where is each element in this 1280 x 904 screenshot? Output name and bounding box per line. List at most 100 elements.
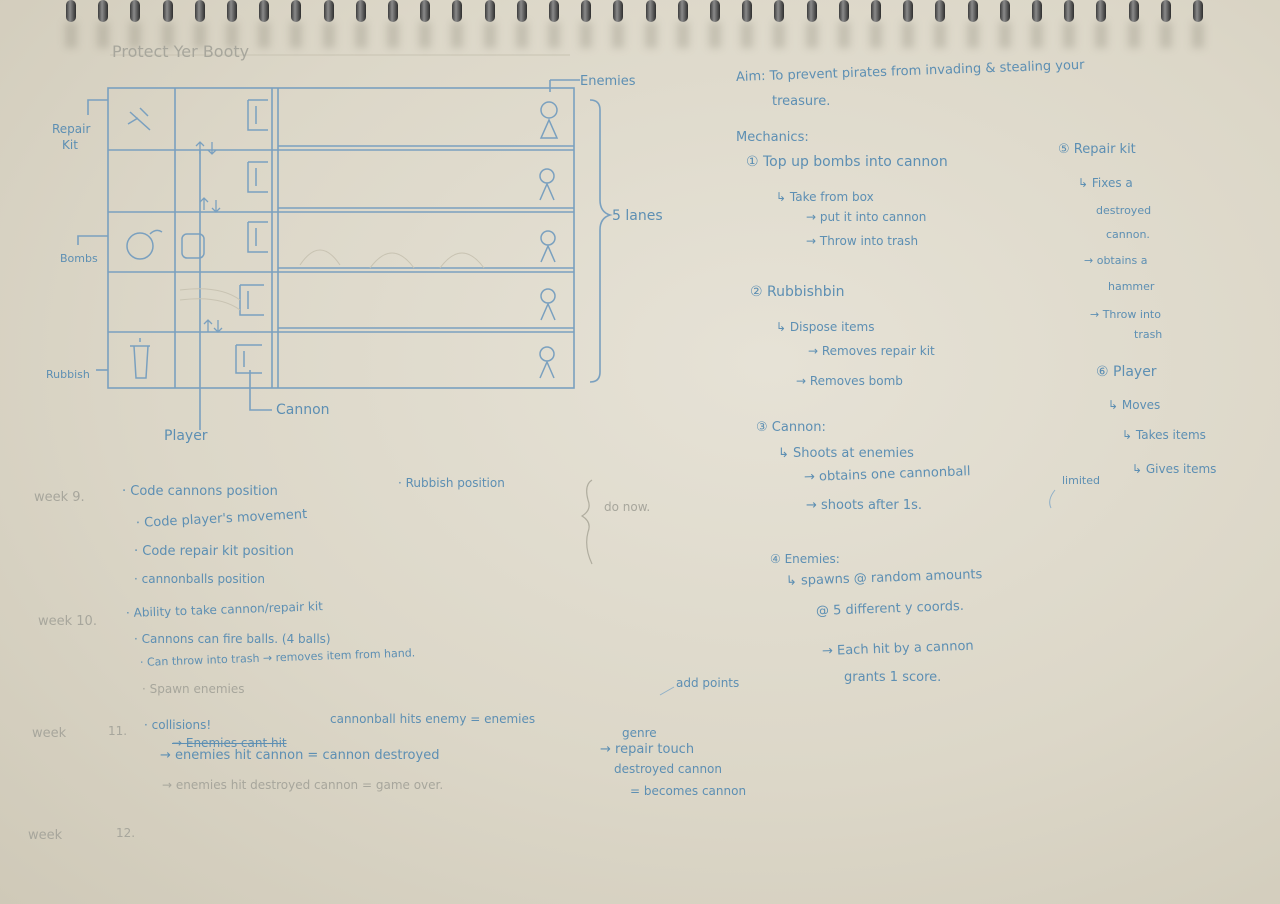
ring-shadow	[676, 22, 689, 48]
week-11-item-4: → enemies hit destroyed cannon = game ov…	[162, 778, 444, 792]
spiral-ring	[903, 0, 914, 22]
mech-3-a: ↳ Shoots at enemies	[778, 446, 914, 461]
ring-shadow	[129, 22, 142, 48]
week-11-number: 11.	[108, 724, 128, 738]
week-11-item-2: cannonball hits enemy = enemies	[330, 712, 536, 726]
spiral-ring	[291, 0, 302, 22]
trash-icon	[130, 338, 150, 379]
ring-shadow	[226, 22, 238, 48]
ring-shadow	[998, 22, 1011, 48]
ring-shadow	[870, 22, 882, 48]
week-9-label: week 9.	[34, 490, 85, 505]
ring-shadow	[644, 22, 657, 48]
ring-shadow	[258, 22, 271, 48]
aim-line-2: treasure.	[772, 94, 831, 109]
mech-5-e: hammer	[1108, 280, 1155, 293]
ring-shadow	[966, 22, 979, 48]
mech-3-c: → shoots after 1s.	[806, 498, 923, 513]
spiral-ring	[613, 0, 624, 22]
week-11-repair-1: → repair touch	[600, 742, 695, 757]
ring-shadow	[1159, 22, 1172, 48]
ring-shadow	[902, 22, 915, 48]
week-9-item-3: · Code repair kit position	[134, 544, 294, 559]
ring-shadow	[1031, 22, 1043, 48]
ring-shadow	[548, 22, 560, 48]
mech-6-title: ⑥ Player	[1096, 364, 1157, 380]
ring-shadow	[193, 22, 206, 48]
mech-1-c: → Throw into trash	[806, 234, 919, 248]
spiral-ring	[710, 0, 720, 22]
mech-3-limited: limited	[1062, 474, 1100, 487]
mech-5-a: ↳ Fixes a	[1078, 176, 1133, 190]
week-10-item-4: · Spawn enemies	[142, 682, 245, 696]
week-11-genre: genre	[622, 726, 657, 740]
movement-arrows	[195, 141, 223, 333]
spiral-ring	[935, 0, 946, 22]
mech-1-title: ① Top up bombs into cannon	[746, 154, 948, 170]
week-11-label: week	[32, 726, 67, 741]
spiral-ring	[484, 0, 495, 22]
spiral-ring	[323, 0, 334, 22]
spiral-ring	[1032, 0, 1042, 22]
week-10-item-2: · Cannons can fire balls. (4 balls)	[134, 632, 331, 646]
ring-shadow	[515, 22, 528, 48]
ring-shadow	[709, 22, 721, 48]
week-11-repair-2: destroyed cannon	[614, 762, 722, 776]
ring-shadow	[1095, 22, 1108, 48]
spiral-ring	[774, 0, 785, 22]
mech-4-d: grants 1 score.	[844, 670, 942, 685]
week-9-item-5: · Rubbish position	[398, 476, 505, 490]
mech-6-a: ↳ Moves	[1108, 398, 1161, 412]
enemy-figures	[539, 101, 559, 379]
mech-6-c: ↳ Gives items	[1132, 462, 1217, 476]
spiral-ring	[420, 0, 431, 22]
lanes-label: 5 lanes	[612, 208, 663, 224]
week-10-label: week 10.	[38, 614, 97, 629]
spiral-ring	[806, 0, 817, 22]
cannon-label: Cannon	[276, 402, 330, 418]
spiral-ring	[1128, 0, 1139, 22]
ring-shadow	[65, 22, 77, 48]
spiral-ring	[999, 0, 1010, 22]
spiral-ring	[677, 0, 688, 22]
spiral-ring	[742, 0, 753, 22]
spiral-ring	[162, 0, 173, 22]
spiral-ring	[130, 0, 141, 22]
spiral-ring	[1096, 0, 1107, 22]
ring-shadow	[322, 22, 335, 48]
ring-shadow	[354, 22, 367, 48]
spiral-ring	[967, 0, 978, 22]
enemies-label: Enemies	[580, 74, 636, 89]
ring-shadow	[1063, 22, 1076, 48]
week-11-item-1-struck: · collisions!	[144, 718, 212, 732]
mech-5-g: trash	[1134, 328, 1163, 341]
ring-shadow	[161, 22, 174, 48]
spiral-ring	[549, 0, 559, 22]
bombs-label: Bombs	[60, 252, 98, 265]
ring-shadow	[837, 22, 850, 48]
mech-5-title: ⑤ Repair kit	[1058, 142, 1136, 157]
repair-kit-label-2: Kit	[62, 138, 78, 152]
mech-5-c: cannon.	[1106, 228, 1150, 241]
ring-shadow	[1127, 22, 1140, 48]
repair-kit-label-1: Repair	[52, 122, 91, 136]
ring-shadow	[97, 22, 110, 48]
mech-6-b: ↳ Takes items	[1122, 428, 1206, 442]
spiral-ring	[1160, 0, 1171, 22]
mech-2-b: → Removes repair kit	[808, 344, 935, 358]
hammer-icon	[127, 107, 151, 131]
week-9-item-1: · Code cannons position	[122, 484, 278, 499]
spiral-ring	[452, 0, 463, 22]
spiral-ring	[98, 0, 109, 22]
mech-2-a: ↳ Dispose items	[776, 320, 875, 334]
week-12-label: week	[28, 828, 63, 843]
ring-shadow	[741, 22, 754, 48]
diagram-frame	[107, 87, 575, 389]
mech-1-b: → put it into cannon	[806, 210, 927, 224]
mechanics-heading: Mechanics:	[736, 130, 809, 145]
spiral-ring	[871, 0, 881, 22]
ring-shadow	[580, 22, 593, 48]
spiral-ring	[516, 0, 527, 22]
bomb-icon	[126, 232, 154, 260]
